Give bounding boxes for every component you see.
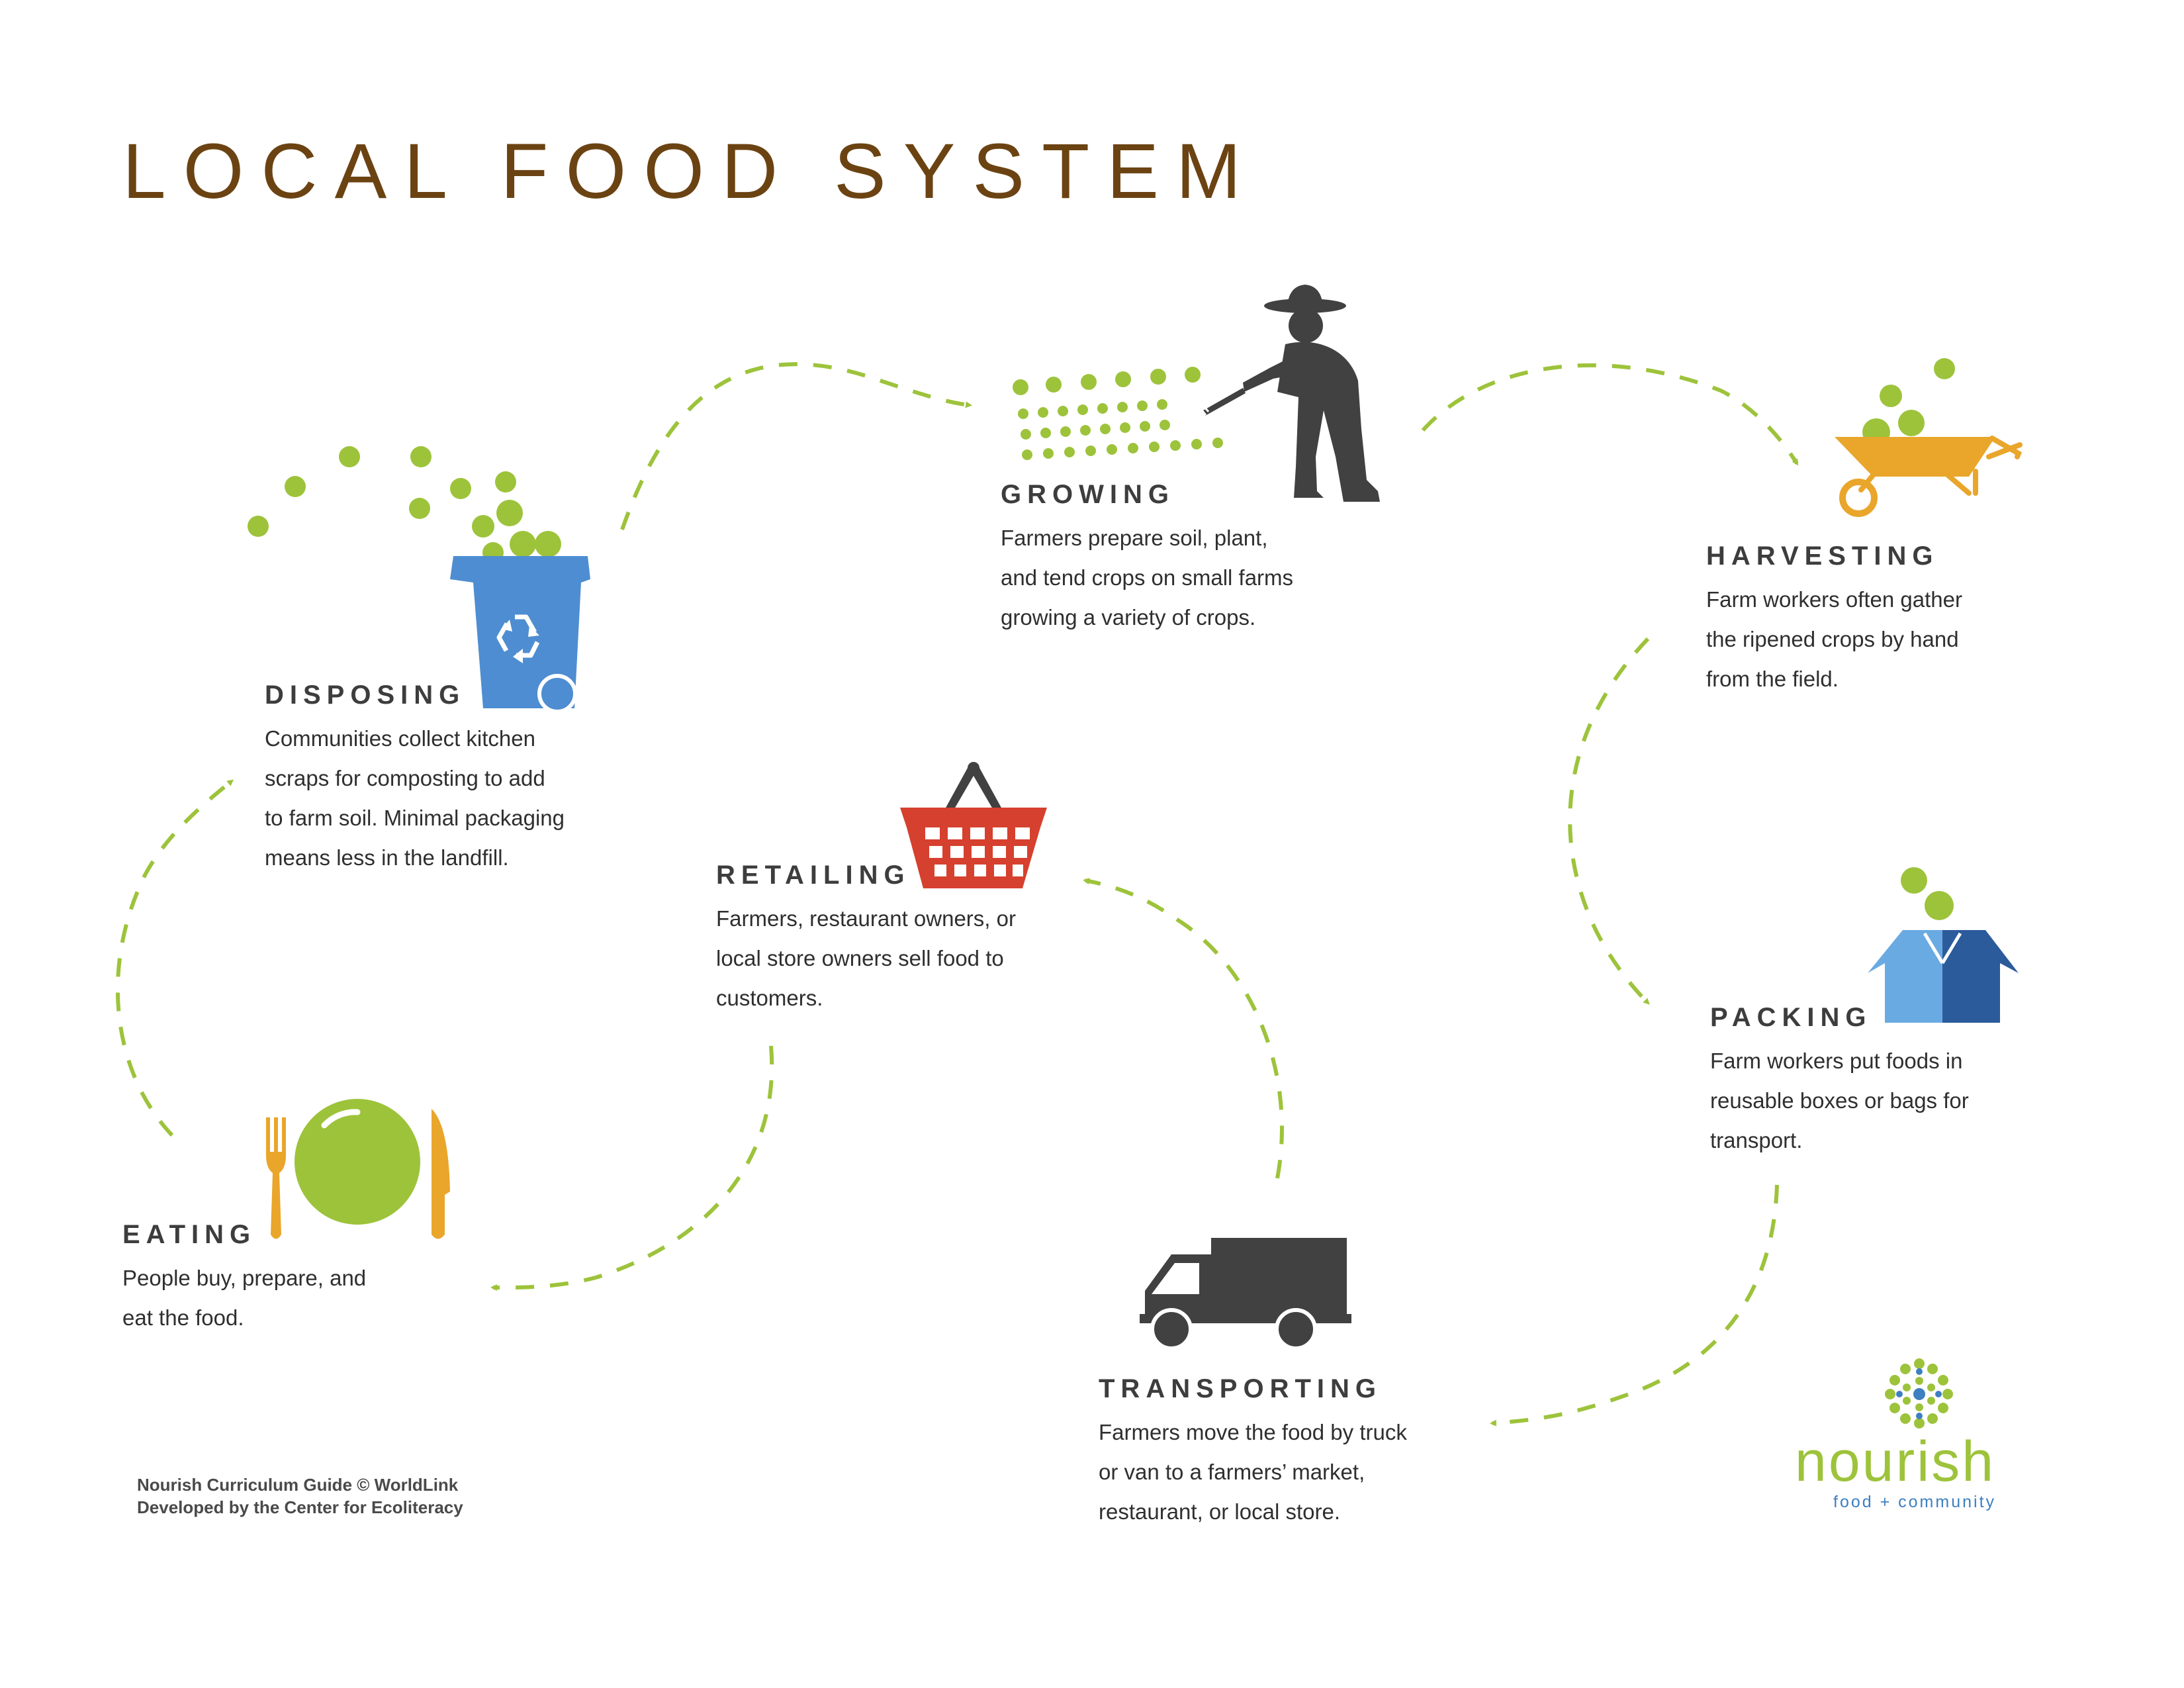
body-line: Farmers prepare soil, plant,	[1001, 526, 1268, 550]
stage-heading-disposing: DISPOSING	[265, 680, 466, 710]
body-line: growing a variety of crops.	[1001, 605, 1256, 630]
stage-heading-transporting: TRANSPORTING	[1099, 1374, 1382, 1403]
seed-dots	[1013, 367, 1223, 460]
credit-block: Nourish Curriculum Guide © WorldLink Dev…	[137, 1474, 463, 1519]
basket-icon	[900, 762, 1047, 888]
stage-growing: GROWING Farmers prepare soil, plant, and…	[1001, 480, 1293, 637]
body-line: eat the food.	[122, 1305, 244, 1330]
truck-icon	[1140, 1238, 1351, 1350]
body-line: Farm workers often gather	[1706, 587, 1962, 612]
body-line: transport.	[1710, 1128, 1803, 1152]
stage-packing: PACKING Farm workers put foods in reusab…	[1710, 1003, 1969, 1160]
arrow-harvesting-to-packing	[1568, 637, 1650, 1005]
stage-eating: EATING People buy, prepare, and eat the …	[122, 1220, 366, 1338]
stage-body-transporting: Farmers move the food by truck or van to…	[1099, 1413, 1407, 1532]
arrow-transporting-to-retailing	[1083, 878, 1284, 1179]
body-line: Farmers, restaurant owners, or	[716, 906, 1016, 931]
arrow-disposing-to-growing	[620, 362, 972, 530]
stage-heading-packing: PACKING	[1710, 1003, 1872, 1032]
stage-heading-eating: EATING	[122, 1220, 257, 1249]
plate-icon	[266, 1099, 450, 1239]
body-line: local store owners sell food to	[716, 946, 1004, 970]
stage-disposing: DISPOSING Communities collect kitchen sc…	[265, 680, 565, 878]
logo-tagline: food + community	[1833, 1493, 1997, 1511]
box-icon	[1868, 867, 2019, 1023]
arrow-packing-to-transporting	[1490, 1184, 1779, 1427]
body-line: to farm soil. Minimal packaging	[265, 806, 565, 830]
body-line: the ripened crops by hand	[1706, 627, 1959, 651]
body-line: or van to a farmers’ market,	[1099, 1460, 1365, 1484]
stage-body-eating: People buy, prepare, and eat the food.	[122, 1258, 366, 1338]
body-line: Communities collect kitchen	[265, 726, 535, 751]
body-line: customers.	[716, 986, 823, 1010]
body-line: Farm workers put foods in	[1710, 1049, 1963, 1073]
body-line: restaurant, or local store.	[1099, 1499, 1340, 1524]
stage-transporting: TRANSPORTING Farmers move the food by tr…	[1099, 1374, 1407, 1532]
stage-body-disposing: Communities collect kitchen scraps for c…	[265, 719, 565, 878]
credit-line: Nourish Curriculum Guide © WorldLink	[137, 1475, 459, 1495]
cycle-arrows	[115, 362, 1799, 1427]
arrow-eating-to-disposing	[115, 779, 234, 1137]
arrow-growing-to-harvesting	[1421, 363, 1799, 466]
body-line: reusable boxes or bags for	[1710, 1088, 1969, 1113]
logo-wordmark: nourish	[1795, 1430, 1996, 1493]
body-line: and tend crops on small farms	[1001, 565, 1294, 590]
page-title: LOCAL FOOD SYSTEM	[122, 128, 1259, 215]
body-line: scraps for composting to add	[265, 766, 545, 790]
flower-dots-icon	[1885, 1358, 1953, 1429]
wheelbarrow-icon	[1835, 358, 2023, 517]
stage-body-retailing: Farmers, restaurant owners, or local sto…	[716, 899, 1016, 1018]
body-line: from the field.	[1706, 667, 1839, 691]
body-line: means less in the landfill.	[265, 845, 509, 870]
farmer-icon	[1013, 285, 1380, 502]
farmer-figure	[1203, 285, 1380, 502]
stage-heading-harvesting: HARVESTING	[1706, 541, 1939, 571]
recycle-bin-icon	[248, 446, 590, 714]
stage-body-packing: Farm workers put foods in reusable boxes…	[1710, 1041, 1969, 1160]
stage-heading-growing: GROWING	[1001, 480, 1175, 509]
arrow-retailing-to-eating	[490, 1045, 774, 1291]
stage-heading-retailing: RETAILING	[716, 861, 911, 890]
body-line: Farmers move the food by truck	[1099, 1420, 1407, 1444]
compost-dots	[248, 446, 561, 563]
stage-body-growing: Farmers prepare soil, plant, and tend cr…	[1001, 518, 1293, 637]
stage-harvesting: HARVESTING Farm workers often gather the…	[1706, 541, 1962, 699]
stage-body-harvesting: Farm workers often gather the ripened cr…	[1706, 580, 1962, 699]
stage-retailing: RETAILING Farmers, restaurant owners, or…	[716, 861, 1016, 1018]
credit-line: Developed by the Center for Ecoliteracy	[137, 1497, 463, 1517]
body-line: People buy, prepare, and	[122, 1266, 367, 1290]
